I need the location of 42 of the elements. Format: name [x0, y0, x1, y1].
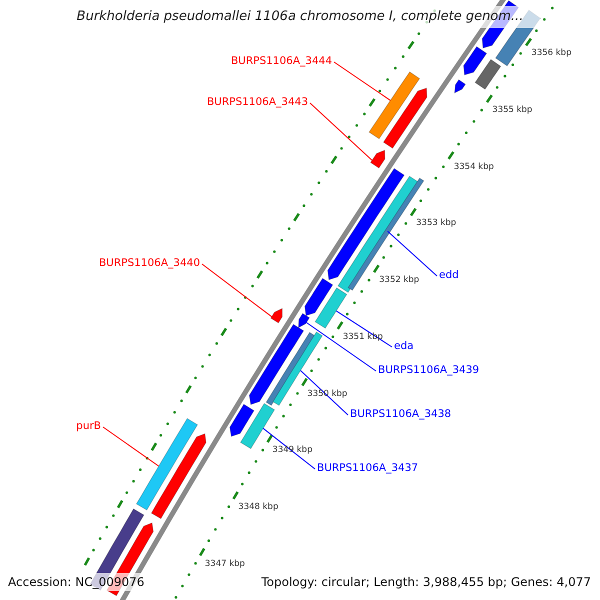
gene-label: purB: [76, 419, 101, 433]
leader-line: [300, 370, 348, 416]
tick-label: 3356 kbp: [531, 48, 572, 60]
leader-line: [262, 428, 316, 470]
tick-label: 3352 kbp: [379, 275, 420, 286]
gene-label: BURPS1106A_3439: [378, 363, 480, 377]
gene-feature: [248, 324, 304, 405]
leader-line: [102, 426, 160, 467]
gene-feature: [229, 404, 254, 437]
tick-label: 3354 kbp: [454, 162, 494, 173]
gene-feature: [327, 168, 405, 280]
gene-feature: [454, 79, 466, 94]
gene-feature: [298, 313, 310, 328]
gene-feature: [304, 278, 334, 316]
gene-label: BURPS1106A_3440: [98, 256, 200, 270]
gene-feature: [240, 403, 275, 450]
leader-line: [336, 310, 392, 348]
gene-feature: [368, 71, 420, 140]
leader-line: [334, 62, 391, 101]
tick-label: 3355 kbp: [492, 104, 532, 116]
gene-feature: [383, 88, 428, 149]
gene-label: BURPS1106A_3438: [350, 407, 452, 421]
leader-line: [310, 102, 372, 161]
gene-label: eda: [394, 339, 414, 353]
gene-feature: [314, 287, 348, 329]
leader-line: [202, 264, 272, 318]
gene-feature: [150, 433, 206, 520]
gene-label: BURPS1106A_3444: [230, 54, 332, 68]
gene-label: BURPS1106A_3437: [317, 461, 418, 475]
tick-label: 3353 kbp: [416, 218, 456, 230]
gene-feature: [370, 150, 386, 168]
accession-text: Accession: NC_009076: [8, 573, 144, 591]
leader-line: [387, 230, 438, 276]
tick-label: 3348 kbp: [238, 502, 278, 514]
gene-label: BURPS1106A_3443: [206, 95, 308, 109]
tick-label: 3347 kbp: [204, 558, 245, 570]
gene-feature: [463, 46, 488, 76]
leader-line: [306, 322, 376, 372]
gene-feature: [474, 59, 502, 90]
gene-feature: [270, 308, 283, 324]
gene-feature: [136, 418, 198, 510]
gene-label: edd: [439, 268, 459, 282]
